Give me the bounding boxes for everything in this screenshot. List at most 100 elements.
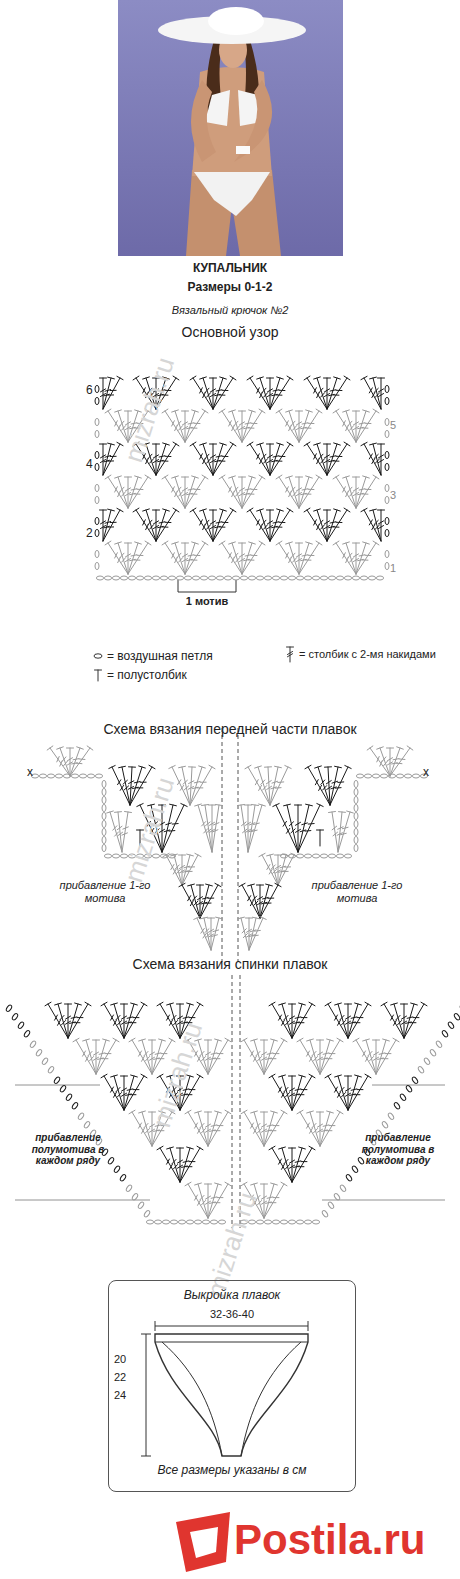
- stitch-stroke: [242, 885, 260, 918]
- stitch-stroke: [343, 487, 346, 492]
- stitch-stroke: [350, 426, 354, 430]
- stitch-stroke: [367, 746, 373, 750]
- chain-stitch: [385, 517, 389, 524]
- stitch-stroke: [57, 747, 64, 749]
- stitch-stroke: [96, 1040, 116, 1074]
- stitch-stroke: [216, 522, 222, 523]
- stitch-stroke: [307, 1039, 314, 1041]
- chain-stitch: [336, 854, 343, 858]
- treble-stitch: [356, 475, 379, 508]
- stitch-stroke: [345, 1004, 352, 1005]
- stitch-stroke: [214, 1130, 220, 1131]
- stitch-stroke: [208, 1040, 228, 1074]
- stitch-stroke: [203, 458, 206, 463]
- briefs-outline: [155, 1334, 308, 1456]
- treble-stitch: [363, 1039, 376, 1074]
- treble-stitch: [188, 884, 200, 918]
- chain-stitch: [354, 844, 358, 851]
- treble-stitch: [133, 508, 156, 541]
- stitch-stroke: [285, 1093, 289, 1097]
- stitch-stroke: [120, 421, 124, 425]
- stitch-stroke: [208, 1184, 228, 1218]
- stitch-stroke: [261, 1129, 266, 1132]
- stitch-stroke: [304, 442, 310, 446]
- stitch-stroke: [284, 1087, 288, 1091]
- stitch-stroke: [205, 1052, 210, 1055]
- chain-stitch: [399, 1093, 406, 1101]
- stitch-stroke: [270, 378, 280, 409]
- stitch-stroke: [198, 1184, 208, 1218]
- bracelet: [236, 146, 250, 154]
- stitch-stroke: [350, 1094, 356, 1095]
- stitch-stroke: [292, 1076, 302, 1110]
- stitch-stroke: [182, 767, 190, 805]
- stitch-stroke: [210, 378, 217, 379]
- stitch-stroke: [333, 394, 339, 395]
- stitch-stroke: [372, 525, 375, 530]
- stitch-stroke: [344, 442, 350, 446]
- stitch-stroke: [177, 1160, 182, 1163]
- stitch-stroke: [220, 377, 227, 379]
- stitch-stroke: [282, 1020, 285, 1025]
- stitch-stroke: [205, 1196, 210, 1199]
- stitch-stroke: [186, 871, 192, 872]
- treble-stitch: [278, 853, 297, 885]
- stitch-stroke: [307, 510, 327, 541]
- stitch-stroke: [128, 477, 148, 508]
- stitch-stroke: [189, 766, 196, 767]
- stitch-stroke: [317, 1040, 324, 1041]
- crochet-charts: [5, 376, 460, 1224]
- chain-stitch: [192, 576, 199, 580]
- stitch-stroke: [337, 1110, 343, 1114]
- stitch-stroke: [162, 460, 168, 461]
- stitch-stroke: [185, 411, 186, 442]
- stitch-stroke: [299, 411, 319, 442]
- treble-stitch: [307, 1039, 320, 1074]
- chain-stitch: [5, 1004, 12, 1012]
- treble-stitch: [370, 509, 381, 541]
- chain-stitch: [256, 1220, 263, 1224]
- chain-stitch: [264, 576, 271, 580]
- stitch-stroke: [277, 509, 284, 511]
- chain-stitch: [95, 385, 99, 392]
- stitch-stroke: [117, 1021, 121, 1025]
- stitch-stroke: [331, 787, 337, 789]
- chain-stitch: [200, 576, 207, 580]
- stitch-stroke: [182, 855, 190, 885]
- stitch-stroke: [48, 1004, 68, 1038]
- stitch-stroke: [385, 1053, 391, 1054]
- stitch-stroke: [348, 421, 352, 425]
- stitch-stroke: [161, 1053, 167, 1054]
- treble-stitch: [179, 766, 190, 805]
- stitch-stroke: [249, 918, 256, 950]
- stitch-stroke: [347, 811, 354, 813]
- stitch-stroke: [117, 1093, 121, 1097]
- stitch-stroke: [110, 522, 116, 523]
- stitch-stroke: [315, 766, 322, 768]
- stitch-stroke: [179, 492, 183, 496]
- chain-stitch: [232, 576, 239, 580]
- stitch-stroke: [153, 521, 158, 524]
- chain-stitch: [354, 812, 358, 819]
- stitch-stroke: [273, 804, 279, 807]
- treble-stitch: [200, 443, 213, 475]
- stitch-stroke: [334, 443, 341, 445]
- chain-stitch: [354, 828, 358, 835]
- stitch-stroke: [299, 543, 319, 574]
- stitch-stroke: [57, 756, 59, 761]
- stitch-stroke: [152, 1040, 153, 1074]
- stitch-stroke: [148, 520, 152, 524]
- stitch-stroke: [267, 1053, 273, 1054]
- stitch-stroke: [86, 1040, 96, 1074]
- stitch-stroke: [177, 1004, 184, 1005]
- stitch-stroke: [108, 460, 114, 461]
- stitch-stroke: [145, 1057, 149, 1061]
- stitch-stroke: [115, 421, 118, 426]
- stitch-stroke: [194, 917, 200, 920]
- stitch-stroke: [315, 780, 318, 785]
- treble-stitch: [292, 1003, 305, 1038]
- treble-stitch: [185, 542, 198, 574]
- stitch-stroke: [213, 378, 214, 409]
- stitch-stroke: [292, 1148, 293, 1182]
- stitch-stroke: [203, 378, 213, 409]
